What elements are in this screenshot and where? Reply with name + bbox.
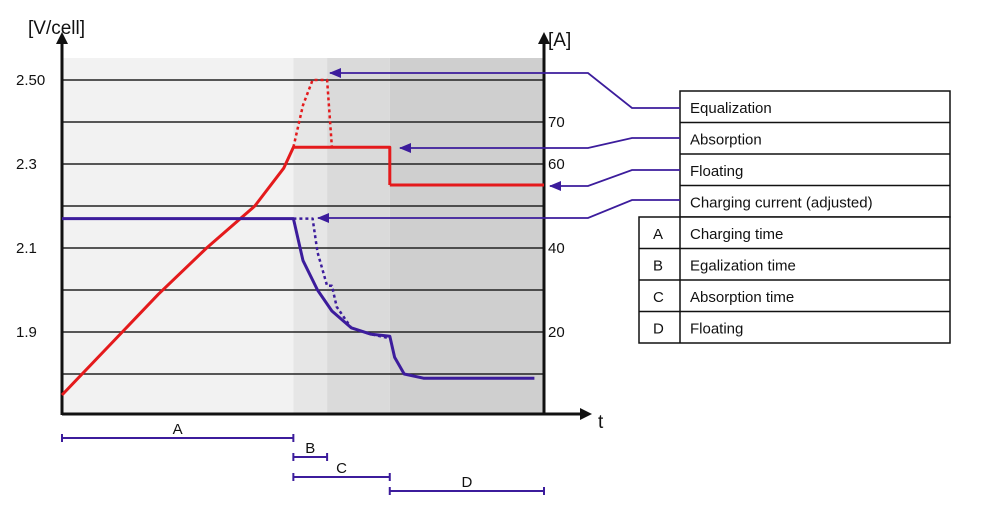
y-left-tick-label: 2.3 <box>16 156 37 173</box>
y-left-tick-label: 1.9 <box>16 324 37 341</box>
horizontal-grid <box>62 79 544 375</box>
legend-phase-letter: D <box>653 321 664 338</box>
legend-series-label: Charging current (adjusted) <box>690 195 873 212</box>
legend-phase-label: Floating <box>690 321 743 338</box>
phase-span-label-d: D <box>461 474 472 491</box>
legend-series-label: Floating <box>690 163 743 180</box>
y-right-tick-label: 60 <box>548 156 565 173</box>
y-right-tick-label: 70 <box>548 114 565 131</box>
series-line-1 <box>60 145 392 397</box>
phase-span-label-c: C <box>336 460 347 477</box>
y-left-tick-label: 2.1 <box>16 240 37 257</box>
legend-arrow-2 <box>549 169 680 191</box>
series-line-4 <box>293 217 391 340</box>
legend-arrow-0 <box>329 68 680 109</box>
y-left-axis-title: [V/cell] <box>28 18 85 39</box>
legend-series-label: Equalization <box>690 100 772 117</box>
y-right-tick-label: 40 <box>548 240 565 257</box>
y-right-axis-title: [A] <box>548 30 571 51</box>
phase-span-label-b: B <box>305 440 315 457</box>
legend-series-label: Absorption <box>690 132 762 149</box>
legend-phase-letter: C <box>653 289 664 306</box>
phase-span-label-a: A <box>173 421 183 438</box>
legend-phase-letter: A <box>653 226 663 243</box>
legend-phase-letter: B <box>653 258 663 275</box>
legend-arrow-1 <box>399 137 680 153</box>
legend-phase-label: Absorption time <box>690 289 794 306</box>
y-left-tick-label: 2.50 <box>16 72 45 89</box>
legend-phase-label: Charging time <box>690 226 783 243</box>
phase-band-c <box>327 58 390 414</box>
y-right-tick-label: 20 <box>548 324 565 341</box>
phase-band-d <box>389 58 544 414</box>
legend-phase-label: Egalization time <box>690 258 796 275</box>
legend-arrow-3 <box>317 199 680 223</box>
x-axis-title: t <box>598 412 604 433</box>
